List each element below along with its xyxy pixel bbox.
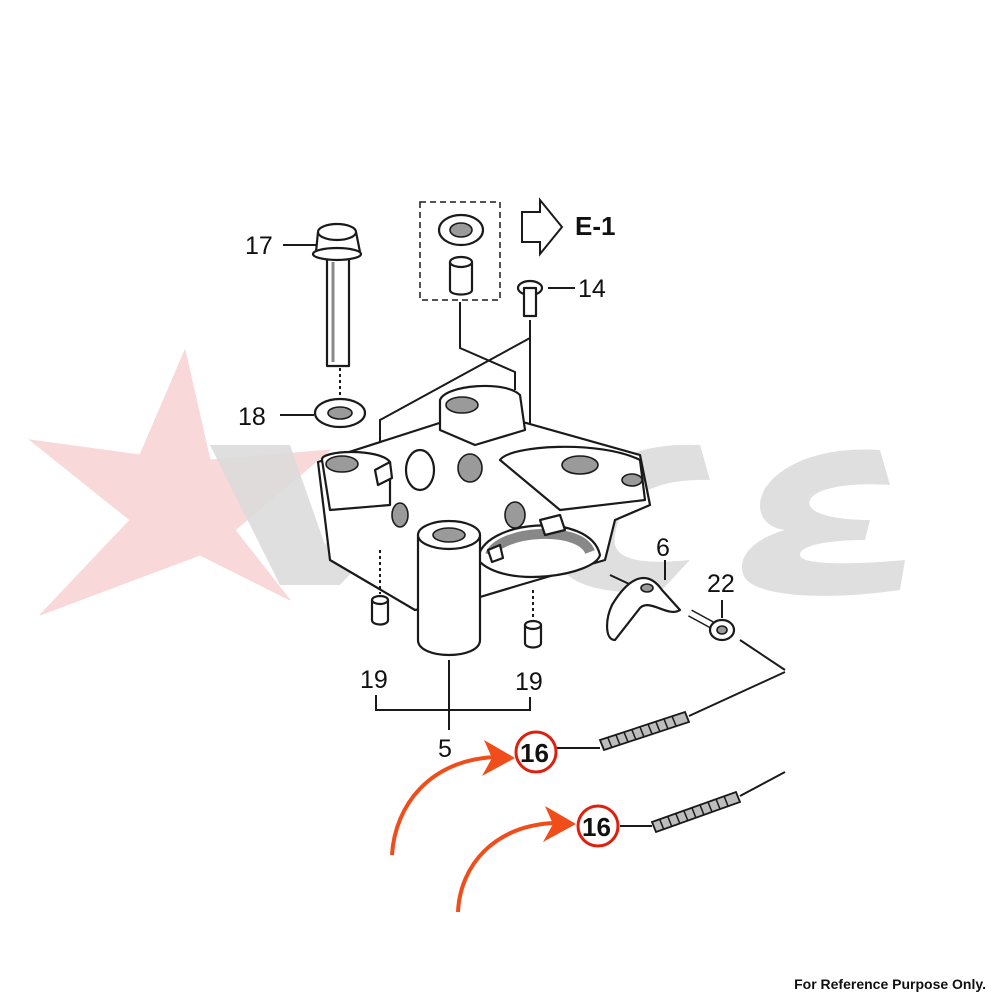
callout-16-upper: 16 xyxy=(520,738,549,768)
disclaimer-text: For Reference Purpose Only. xyxy=(794,976,986,992)
callout-16-lower: 16 xyxy=(582,812,611,842)
reference-arrow xyxy=(521,197,564,257)
stud-bolt-16-lower xyxy=(650,790,742,834)
arm-plate-6 xyxy=(606,577,682,642)
highlight-circle-lower xyxy=(576,804,620,848)
red-arrow-lower xyxy=(456,806,576,913)
callout-17: 17 xyxy=(245,232,273,260)
reference-label: E-1 xyxy=(575,211,615,241)
bolt-17 xyxy=(311,222,363,368)
dowel-pin-19-right xyxy=(523,619,543,649)
washer-18 xyxy=(313,397,367,429)
collar-sleeve xyxy=(448,260,474,296)
holder-body xyxy=(316,384,652,612)
seal-kit-box xyxy=(419,201,501,301)
stud-bolt-16-upper xyxy=(598,710,691,752)
callout-19-left: 19 xyxy=(360,666,388,694)
callout-22: 22 xyxy=(707,570,735,598)
highlight-circle-upper xyxy=(514,730,558,774)
callout-14: 14 xyxy=(578,275,606,303)
callout-18: 18 xyxy=(238,403,266,431)
callout-6: 6 xyxy=(656,534,670,562)
callout-19-right: 19 xyxy=(515,668,543,696)
red-arrow-upper xyxy=(390,740,515,856)
bolt-14 xyxy=(516,279,544,318)
oil-seal-inner xyxy=(449,222,473,238)
dowel-pin-19-left xyxy=(370,594,390,626)
callout-5: 5 xyxy=(438,735,452,763)
rocker-shaft-sleeve xyxy=(416,519,482,656)
bolt-22 xyxy=(688,609,736,642)
